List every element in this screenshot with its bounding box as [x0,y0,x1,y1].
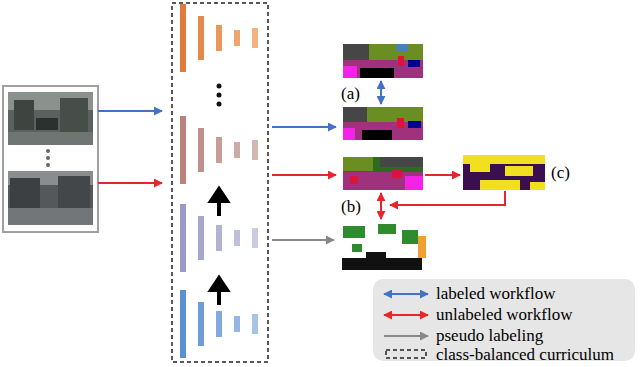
supervised-loss-arrow [380,81,382,104]
legend-text: unlabeled workflow [436,305,572,325]
ground-truth-map [343,44,423,78]
labeled-arrow [98,110,162,112]
pseudo-label-map [340,222,426,270]
unlabeled-arrow [98,182,162,184]
up-arrow [211,189,227,216]
unlabeled-arrow [425,174,460,176]
callout-label: (b) [341,197,361,217]
callout-label: (a) [341,84,360,104]
labeled-prediction [343,107,423,140]
unlabeled-prediction [343,157,423,190]
legend-sample [384,293,428,295]
up-arrow [211,278,227,305]
legend-text: labeled workflow [436,284,555,304]
network-orange [180,4,258,72]
legend-sample [386,350,426,358]
network-purple [180,204,258,272]
pseudo-label-arrow [272,239,334,241]
legend-sample [384,335,428,337]
class-mask [463,155,545,190]
network-brown [180,116,258,184]
labeled-arrow [272,126,336,128]
legend-sample [384,314,428,316]
curriculum-box [172,3,268,362]
legend-text: class-balanced curriculum [436,345,614,365]
network-blue [180,290,258,358]
input-images [3,86,98,232]
consistency-arrow [380,193,382,219]
unlabeled-arrow [272,174,336,176]
mask-arrow [390,191,505,205]
legend-text: pseudo labeling [436,326,543,346]
callout-label: (c) [551,163,570,183]
